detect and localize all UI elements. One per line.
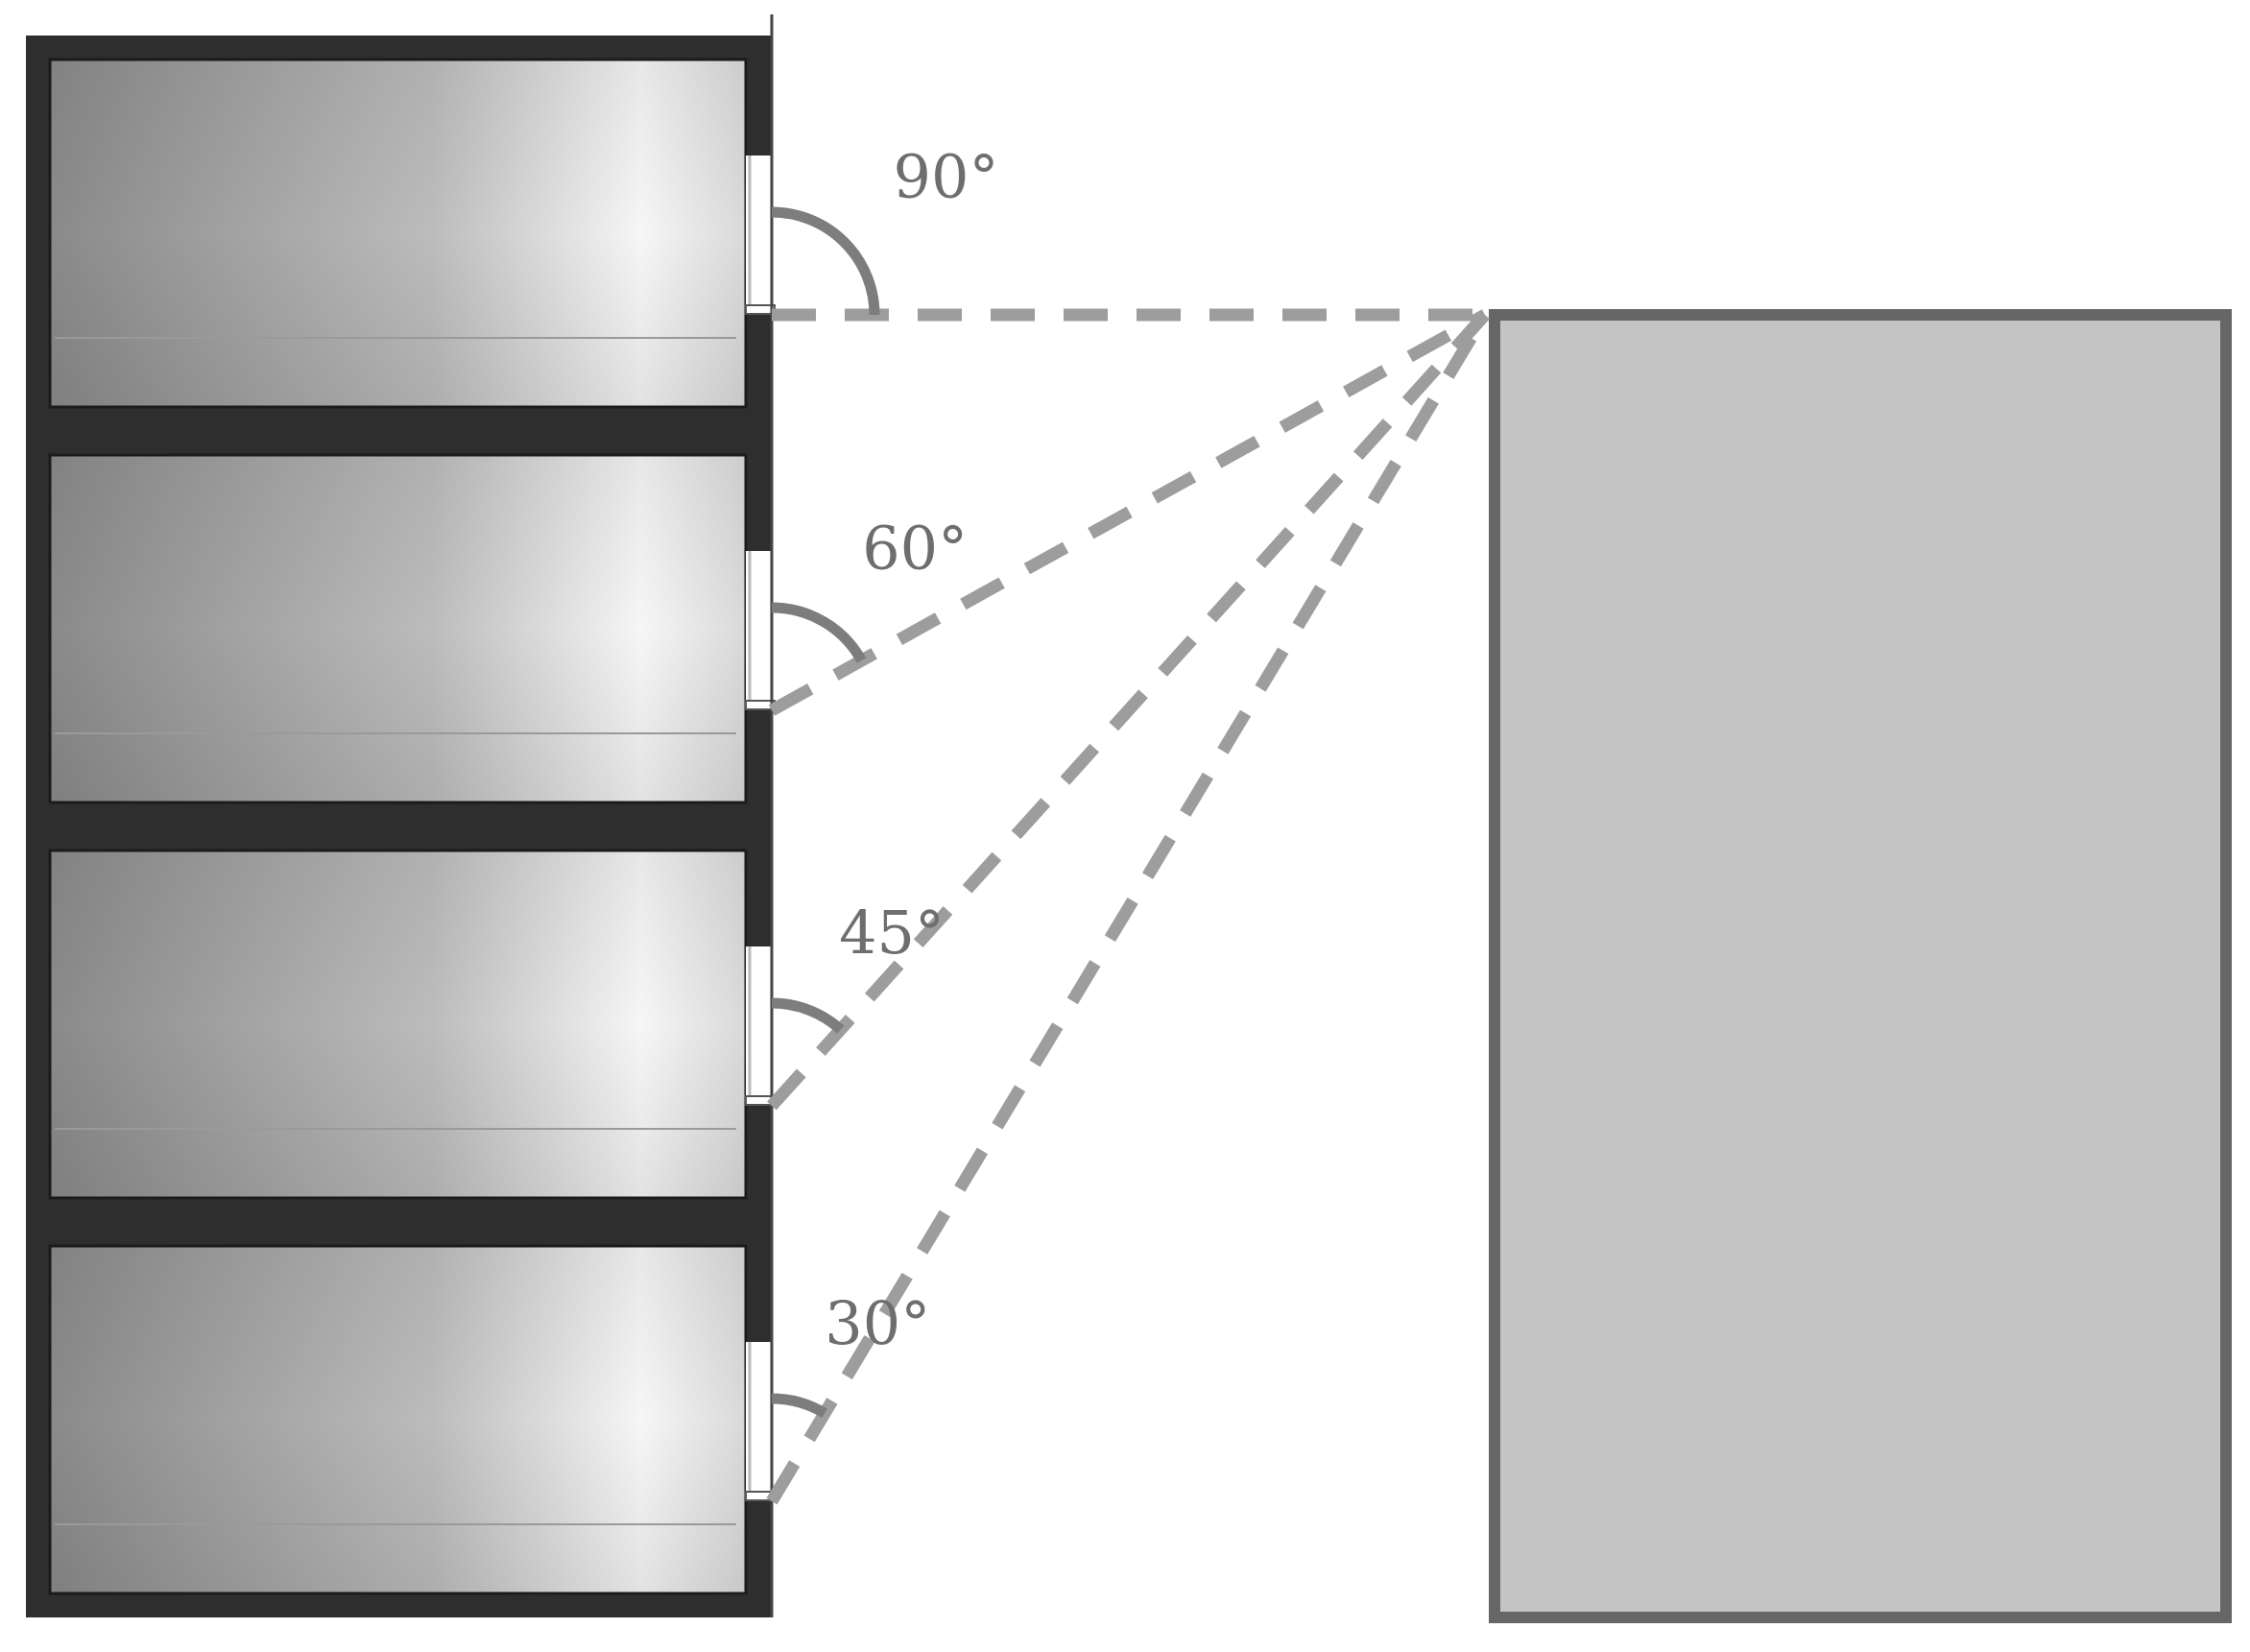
room-shading	[50, 1246, 746, 1593]
angle-arcs-group	[771, 206, 880, 1419]
angle-arc	[771, 997, 845, 1034]
building-section	[26, 36, 776, 1617]
room-shading	[50, 60, 746, 407]
angle-arc	[771, 1393, 827, 1419]
angle-arc	[771, 602, 867, 663]
sight-line	[766, 311, 1491, 1505]
room-shading	[50, 850, 746, 1198]
angle-label: 90°	[894, 141, 999, 211]
angle-label: 45°	[839, 898, 945, 968]
angle-label: 60°	[862, 513, 968, 583]
sight-line	[768, 309, 1489, 716]
obstruction-building	[1489, 309, 2232, 1623]
room-shading	[50, 455, 746, 802]
rooms-group	[48, 58, 776, 1595]
angle-arc	[771, 206, 880, 316]
angle-labels-group: 90° 60° 45° 30°	[825, 141, 998, 1357]
sight-line	[767, 310, 1490, 1111]
angle-label: 30°	[825, 1288, 930, 1358]
sight-lines-group	[766, 308, 1491, 1505]
